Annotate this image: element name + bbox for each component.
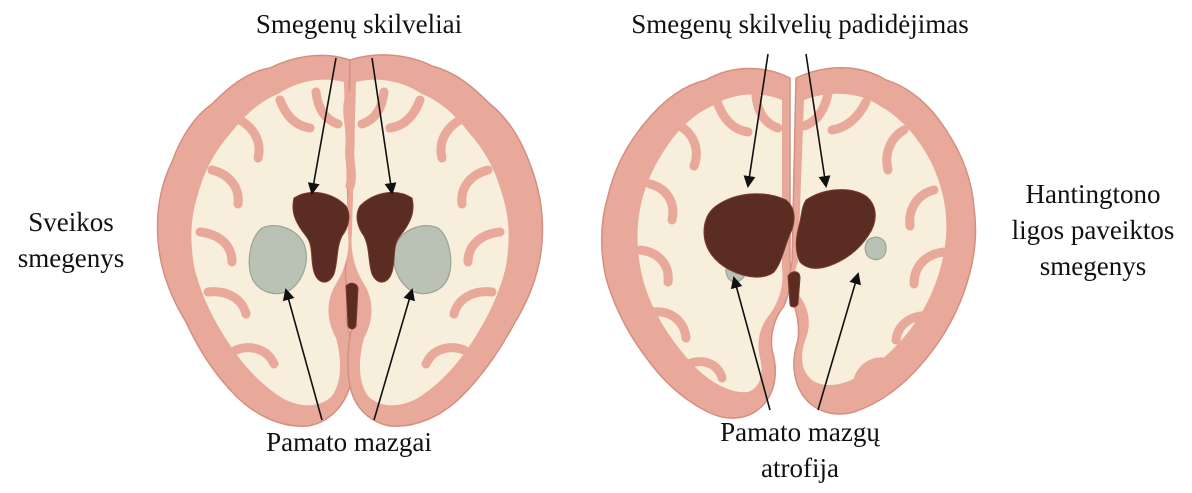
huntington-brain xyxy=(602,68,976,418)
healthy-right-basal-ganglia xyxy=(394,226,451,294)
hd-third-ventricle xyxy=(788,272,800,307)
healthy-left-basal-ganglia xyxy=(249,226,306,294)
label-basal-ganglia: Pamato mazgai xyxy=(214,424,484,460)
label-ventricles-enlarged: Smegenų skilvelių padidėjimas xyxy=(590,6,1010,42)
label-healthy-line1: Sveikos xyxy=(0,204,142,240)
label-ventricles-healthy: Smegenų skilveliai xyxy=(214,6,504,42)
label-hd-line3: smegenys xyxy=(994,248,1192,284)
label-atrophy-line2: atrofija xyxy=(680,450,920,486)
healthy-third-ventricle xyxy=(346,283,358,329)
label-basal-ganglia-atrophy: Pamato mazgų atrofija xyxy=(680,414,920,486)
hd-right-basal-ganglia xyxy=(865,237,886,259)
label-hd-line2: ligos paveiktos xyxy=(994,212,1192,248)
label-atrophy-line1: Pamato mazgų xyxy=(680,414,920,450)
healthy-brain xyxy=(158,55,543,426)
label-hd-line1: Hantingtono xyxy=(994,176,1192,212)
label-healthy-line2: smegenys xyxy=(0,240,142,276)
label-healthy-brain: Sveikos smegenys xyxy=(0,204,142,276)
label-hd-brain: Hantingtono ligos paveiktos smegenys xyxy=(994,176,1192,284)
